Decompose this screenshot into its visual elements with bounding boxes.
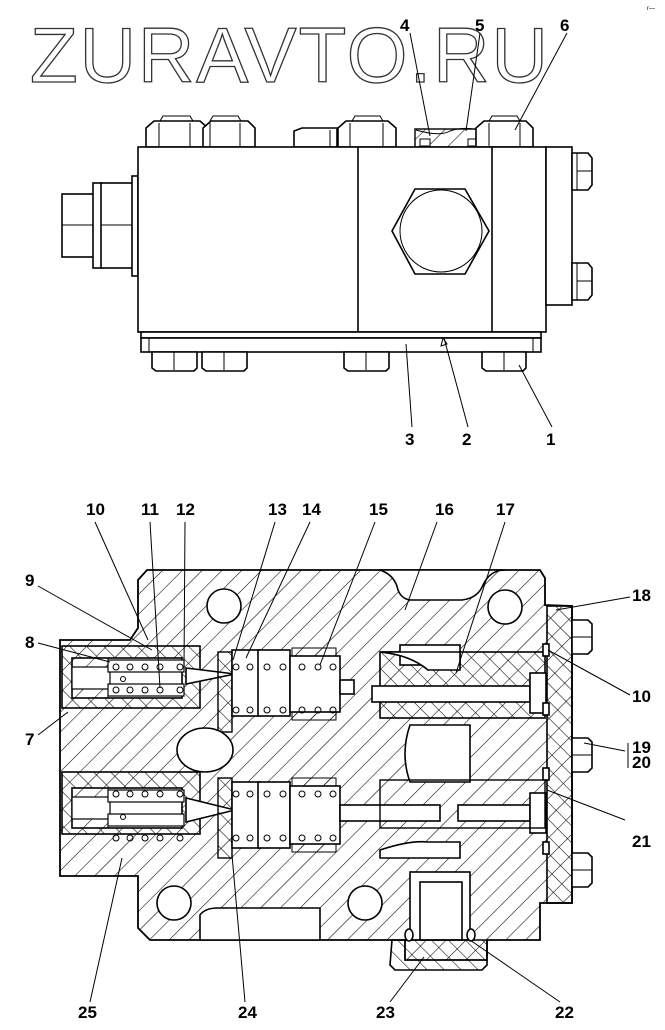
top-view xyxy=(61,115,593,372)
end-cover-top xyxy=(545,146,573,306)
spool-body-lower xyxy=(379,779,546,829)
top-nut xyxy=(202,115,256,148)
top-leaders xyxy=(405,32,568,428)
callout-23: 23 xyxy=(376,1003,395,1022)
callout-19: 19 xyxy=(632,738,651,757)
spring xyxy=(112,790,184,842)
mount-hole xyxy=(487,589,523,625)
callout-24: 24 xyxy=(238,1003,257,1022)
callout-22: 22 xyxy=(555,1003,574,1022)
callout-7: 7 xyxy=(25,730,34,749)
callout-21: 21 xyxy=(632,832,651,851)
callout-8: 8 xyxy=(25,633,34,652)
bottom-plug xyxy=(389,939,488,971)
corner-mark: r— xyxy=(647,6,655,12)
callout-5: 5 xyxy=(475,16,484,35)
mount-hole xyxy=(206,588,242,624)
callout-4: 4 xyxy=(400,16,410,35)
hex-plug xyxy=(391,188,490,275)
callout-10-top: 10 xyxy=(86,500,105,519)
bottom-nuts xyxy=(151,351,527,372)
section-leaders xyxy=(37,521,631,1003)
callout-2: 2 xyxy=(462,430,471,449)
watermark-text: ZURAVTO.RU xyxy=(30,11,550,99)
end-cover xyxy=(546,605,573,904)
callout-13: 13 xyxy=(268,500,287,519)
cross-port-right xyxy=(404,724,471,783)
callout-20: 20 xyxy=(632,753,651,772)
upper-valve xyxy=(61,644,547,733)
callout-14: 14 xyxy=(302,500,321,519)
section-view xyxy=(59,569,593,971)
left-fitting xyxy=(61,175,139,277)
callout-17: 17 xyxy=(496,500,515,519)
callout-16: 16 xyxy=(435,500,454,519)
mount-hole xyxy=(156,885,192,921)
o-ring-left xyxy=(404,928,414,942)
top-nut xyxy=(337,115,397,148)
callout-6: 6 xyxy=(560,16,569,35)
spring xyxy=(112,663,184,694)
callout-18: 18 xyxy=(632,586,651,605)
callout-10-right: 10 xyxy=(632,687,651,706)
housing-section xyxy=(59,569,573,961)
callout-12: 12 xyxy=(176,500,195,519)
spring xyxy=(232,663,337,714)
mount-hole xyxy=(347,885,383,921)
top-plug xyxy=(293,127,338,148)
lower-valve xyxy=(61,771,547,859)
base-plate xyxy=(140,331,542,339)
callout-25: 25 xyxy=(78,1003,97,1022)
callout-3: 3 xyxy=(405,430,414,449)
spring xyxy=(232,790,337,842)
o-ring-right xyxy=(466,928,476,942)
callout-1: 1 xyxy=(546,430,555,449)
callout-9: 9 xyxy=(25,571,34,590)
callout-15: 15 xyxy=(369,500,388,519)
cross-port-left xyxy=(176,727,234,773)
callout-11: 11 xyxy=(141,500,159,519)
top-nut xyxy=(475,115,534,148)
top-nut xyxy=(145,115,209,148)
